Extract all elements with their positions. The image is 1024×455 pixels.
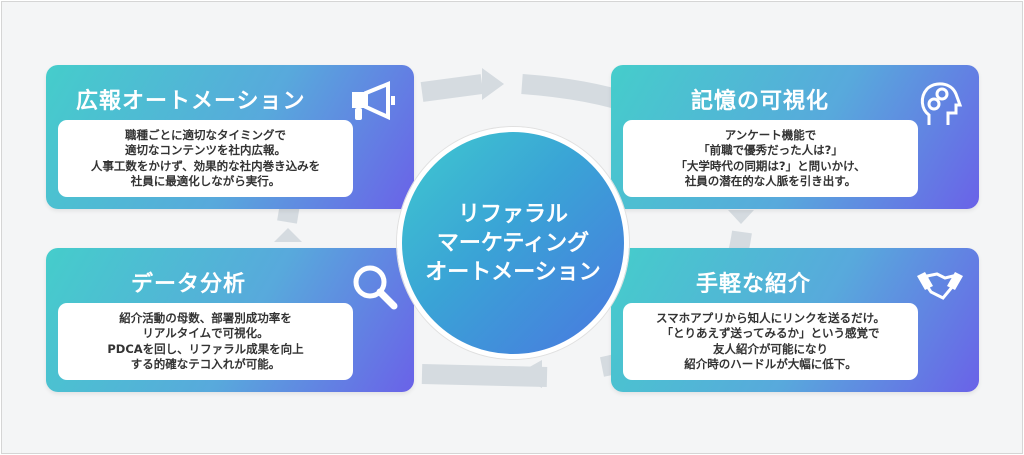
arrow-top — [420, 74, 484, 102]
card-title: データ分析 — [131, 272, 247, 297]
megaphone-icon — [352, 81, 395, 121]
card-memory-visualization: 記憶の可視化 アンケート機能で 「前職で優秀だった人は?」 「大学時代の同期は?… — [611, 65, 979, 209]
card-description: 職種ごとに適切なタイミングで 適切なコンテンツを社内広報。 人事工数をかけず、効… — [58, 120, 353, 197]
description-line: 紹介活動の母数、部署別成功率を — [119, 310, 292, 325]
center-title-line: オートメーション — [425, 259, 601, 285]
description-line: リアルタイムで可視化。 — [142, 326, 269, 340]
description-line: する的確なテコ入れが可能。 — [130, 357, 281, 371]
center-circle: リファラル マーケティング オートメーション — [397, 127, 629, 359]
card-title: 記憶の可視化 — [691, 89, 830, 114]
card-title: 手軽な紹介 — [696, 272, 812, 297]
card-data-analysis: データ分析 紹介活動の母数、部署別成功率を リアルタイムで可視化。 PDCAを回… — [46, 248, 414, 392]
arrowhead-top — [482, 68, 504, 100]
description-line: 職種ごとに適切なタイミングで — [125, 127, 286, 142]
card-description: アンケート機能で 「前職で優秀だった人は?」 「大学時代の同期は?」と問いかけ、… — [623, 120, 918, 197]
arrowhead-bottom — [517, 360, 542, 388]
description-line: 「前職で優秀だった人は?」 — [698, 143, 843, 157]
handshake-icon — [917, 272, 963, 300]
card-title: 広報オートメーション — [76, 89, 306, 114]
arrowhead-right — [728, 210, 754, 224]
description-line: 友人紹介が可能になり — [713, 341, 828, 356]
head-gears-icon — [920, 82, 963, 125]
center-title-line: リファラル — [457, 201, 568, 227]
description-line: PDCAを回し、リファラル成果を向上 — [107, 341, 304, 356]
description-line: 「大学時代の同期は?」と問いかけ、 — [675, 158, 866, 173]
description-line: スマホアプリから知人にリンクを送るだけ。 — [655, 310, 886, 325]
description-line: 社員に最適化しながら実行。 — [130, 174, 281, 188]
description-line: 人事工数をかけず、効果的な社内巻き込みを — [90, 158, 321, 173]
description-line: 社員の潜在的な人脈を引き出す。 — [684, 174, 857, 188]
magnifier-icon — [353, 265, 398, 310]
arrowhead-left — [274, 228, 302, 242]
description-line: 適切なコンテンツを社内広報。 — [125, 143, 286, 157]
description-line: アンケート機能で — [724, 127, 817, 142]
card-easy-referral: 手軽な紹介 スマホアプリから知人にリンクを送るだけ。 「とりあえず送ってみるか」… — [611, 248, 979, 392]
card-description: 紹介活動の母数、部署別成功率を リアルタイムで可視化。 PDCAを回し、リファラ… — [58, 303, 353, 380]
description-line: 「とりあえず送ってみるか」という感覚で — [661, 326, 880, 340]
card-pr-automation: 広報オートメーション 職種ごとに適切なタイミングで 適切なコンテンツを社内広報。… — [46, 65, 414, 209]
description-line: 紹介時のハードルが大幅に低下。 — [684, 357, 857, 371]
card-description: スマホアプリから知人にリンクを送るだけ。 「とりあえず送ってみるか」という感覚で… — [623, 303, 918, 380]
center-title-line: マーケティング — [436, 230, 590, 256]
